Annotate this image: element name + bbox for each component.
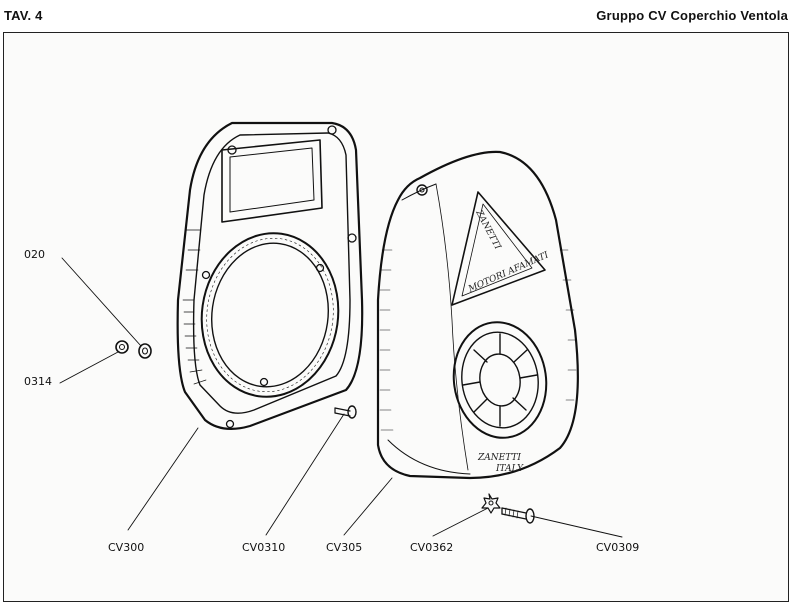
cover-brand-bottom: ZANETTI	[477, 453, 521, 463]
part-label-0314: 0314	[24, 375, 52, 388]
part-label-cv0309: CV0309	[596, 541, 639, 554]
part-label-cv0362: CV0362	[410, 541, 453, 554]
star-washer-cv0362	[481, 493, 501, 514]
part-label-cv0310: CV0310	[242, 541, 285, 554]
leader-lines	[59, 257, 623, 538]
part-label-cv300: CV300	[108, 541, 144, 554]
nut-0314	[115, 340, 129, 354]
plate-number: TAV. 4	[4, 8, 43, 23]
screw-cv0310	[334, 405, 357, 419]
part-label-020: 020	[24, 248, 45, 261]
part-label-cv305: CV305	[326, 541, 362, 554]
cover-origin: ITALY	[495, 464, 524, 474]
shroud-frame-cv300	[176, 121, 364, 431]
screw-cv0309	[501, 507, 535, 524]
drawing-frame	[3, 32, 789, 602]
washer-020	[138, 343, 152, 359]
fan-cover-cv305	[376, 150, 579, 480]
group-title: Gruppo CV Coperchio Ventola	[596, 8, 788, 23]
